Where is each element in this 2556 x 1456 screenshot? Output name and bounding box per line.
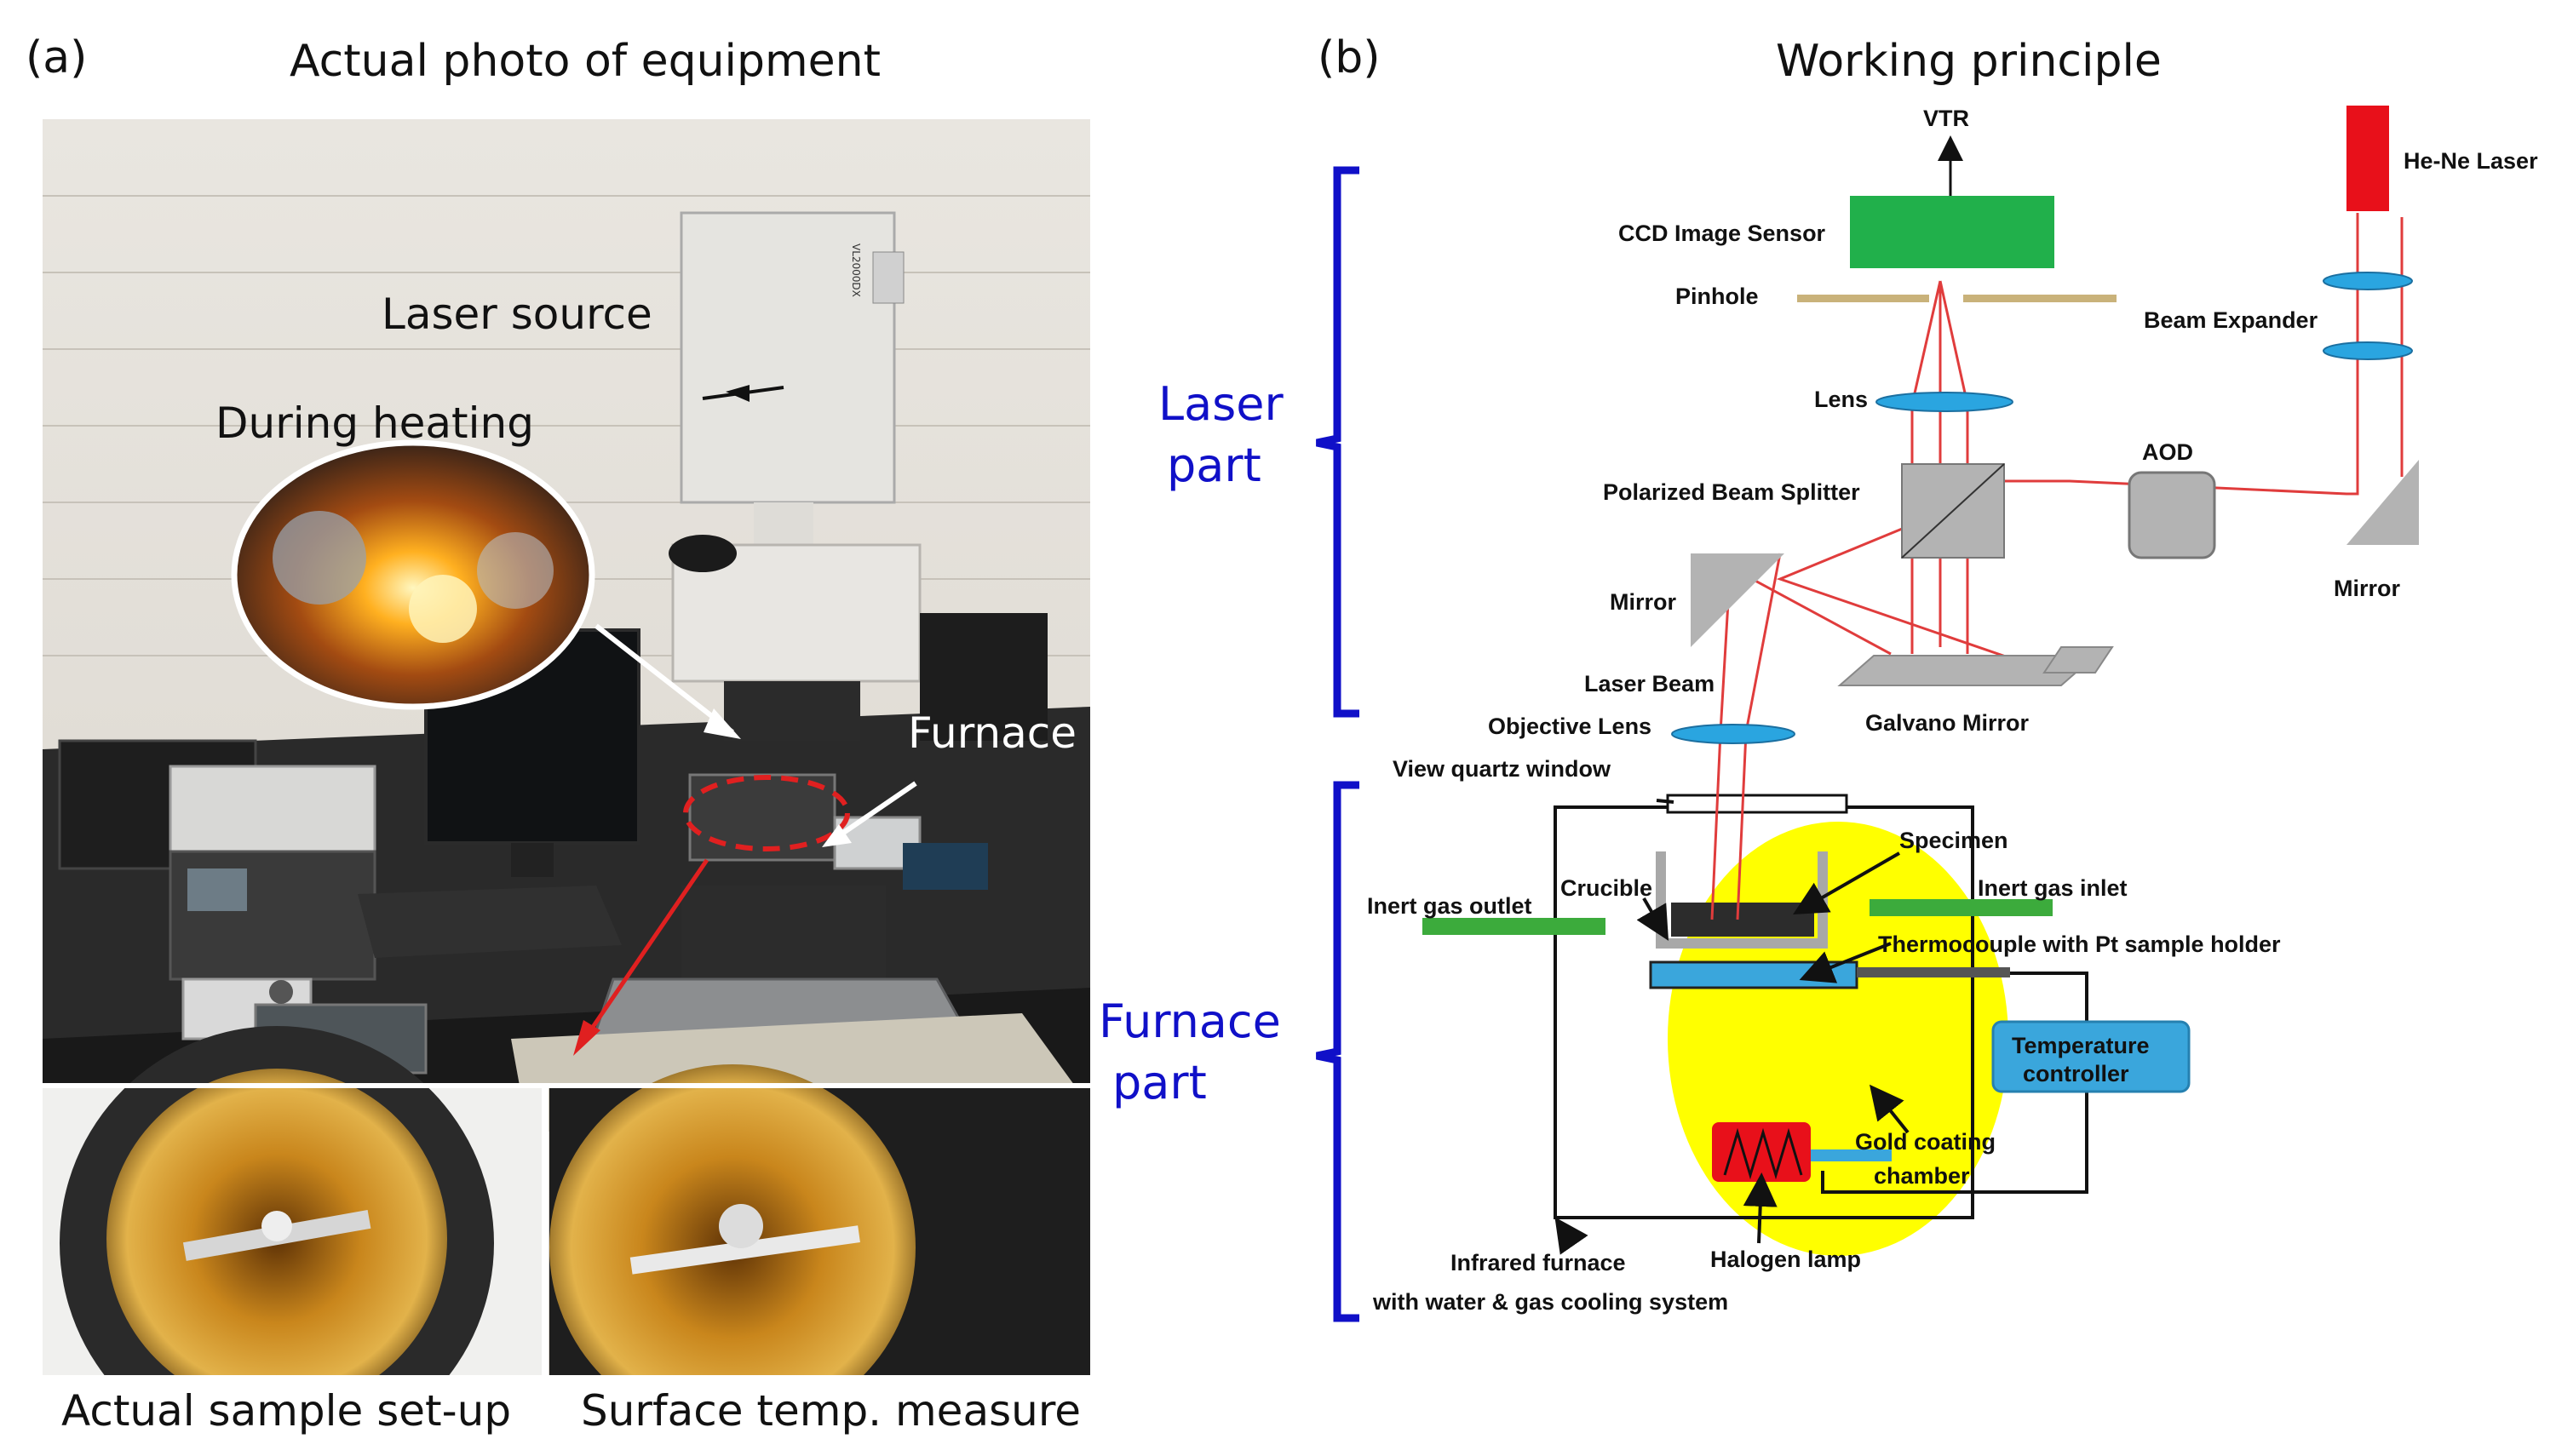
window-label: View quartz window — [1393, 756, 1611, 782]
panel-a-letter: (a) — [26, 32, 88, 83]
beam-expander-label: Beam Expander — [2144, 307, 2318, 333]
left-mirror-label: Mirror — [1610, 589, 1677, 615]
crucible-label: Crucible — [1560, 875, 1652, 901]
lens-label: Lens — [1814, 387, 1868, 412]
specimen — [1671, 903, 1814, 937]
furnace-part-bracket — [1316, 781, 1359, 1322]
ccd-label: CCD Image Sensor — [1618, 221, 1826, 246]
objective-label: Objective Lens — [1488, 714, 1651, 739]
sample-setup-caption: Actual sample set-up — [61, 1386, 512, 1436]
furnace-part-label-2: part — [1112, 1056, 1207, 1109]
halogen-label: Halogen lamp — [1710, 1247, 1861, 1272]
objective-lens — [1671, 724, 1795, 744]
halogen-lamp — [1712, 1122, 1811, 1182]
galvano-mirror — [1837, 655, 2098, 686]
right-mirror — [2346, 460, 2419, 545]
gas-outlet-pipe — [1422, 918, 1605, 935]
specimen-label: Specimen — [1899, 828, 2008, 853]
pinhole-right — [1963, 295, 2117, 302]
equipment-photo — [43, 119, 1090, 1375]
gas-inlet-label: Inert gas inlet — [1978, 875, 2128, 901]
surface-temp-caption: Surface temp. measure — [581, 1386, 1082, 1436]
lens — [1875, 392, 2013, 412]
laser-beam-label: Laser Beam — [1584, 671, 1715, 696]
beam-expander-lens-1 — [2323, 272, 2413, 290]
panel-a-title: Actual photo of equipment — [290, 36, 882, 87]
gas-inlet-pipe — [1870, 899, 2053, 916]
pbs-label: Polarized Beam Splitter — [1603, 479, 1860, 505]
laser-source-label: Laser source — [382, 289, 652, 339]
sample-holder — [1649, 960, 1858, 989]
thermocouple-rod — [1857, 967, 2010, 977]
left-mirror — [1691, 553, 1784, 647]
gas-outlet-label: Inert gas outlet — [1367, 893, 1532, 919]
working-principle-diagram: Laser part Furnace part — [1099, 106, 2538, 1322]
laser-part-bracket — [1316, 166, 1359, 718]
during-heating-label: During heating — [215, 398, 534, 448]
he-ne-laser — [2346, 106, 2389, 211]
laser-part-label-2: part — [1167, 439, 1261, 492]
thermocouple-label: Thermocouple with Pt sample holder — [1878, 931, 2281, 957]
temp-controller-label-2: controller — [2023, 1061, 2129, 1086]
temp-controller-label-1: Temperature — [2012, 1033, 2150, 1058]
quartz-window — [1666, 794, 1848, 814]
temperature-controller — [1991, 1020, 2191, 1093]
infrared-furnace-label-1: Infrared furnace — [1450, 1250, 1626, 1275]
panel-b-letter: (b) — [1318, 32, 1381, 83]
ccd-image-sensor — [1850, 196, 2054, 268]
vtr-label: VTR — [1923, 106, 1969, 131]
galvano-label: Galvano Mirror — [1865, 710, 2030, 736]
laser-part-label-1: Laser — [1158, 377, 1284, 431]
furnace-part-label-1: Furnace — [1099, 995, 1281, 1048]
aod-label: AOD — [2142, 439, 2193, 465]
gold-coating-label-1: Gold coating — [1855, 1129, 1996, 1155]
panel-b-title: Working principle — [1776, 36, 2162, 87]
aod — [2128, 471, 2216, 559]
furnace-label: Furnace — [908, 708, 1077, 758]
pinhole-left — [1797, 295, 1929, 302]
pinhole-label: Pinhole — [1675, 284, 1759, 309]
he-ne-label: He-Ne Laser — [2404, 148, 2538, 174]
model-plate-label: VL2000DX — [850, 244, 862, 297]
right-mirror-label: Mirror — [2334, 576, 2401, 601]
beam-expander-lens-2 — [2323, 341, 2413, 360]
gold-coating-label-2: chamber — [1874, 1163, 1970, 1189]
infrared-furnace-label-2: with water & gas cooling system — [1372, 1289, 1728, 1315]
